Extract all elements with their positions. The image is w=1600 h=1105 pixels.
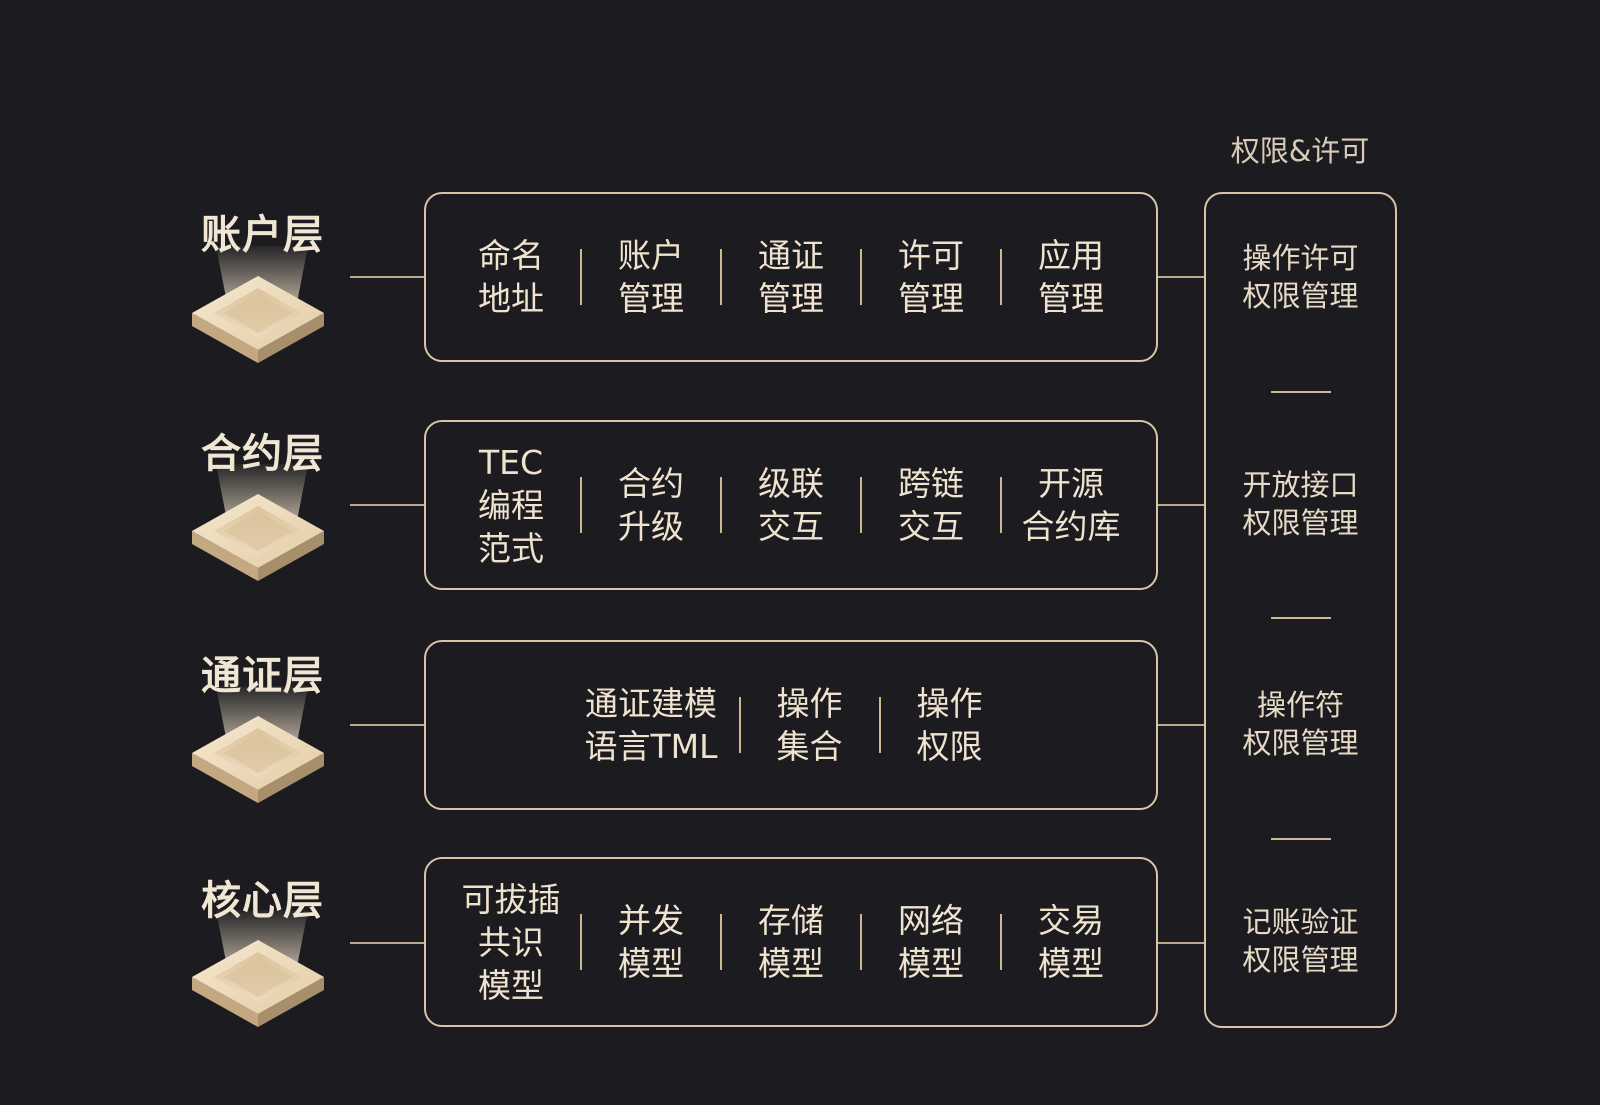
cell-token-management: 通证 管理 [758,236,824,318]
separator [720,477,722,533]
connector-core-right [1158,942,1204,944]
cell-pluggable-consensus: 可拔插 共识 模型 [461,879,561,1005]
separator [580,249,582,305]
connector-contract-right [1158,504,1204,506]
cell-concurrency-model: 并发 模型 [618,901,684,983]
connector-account-left [350,276,424,278]
cell-open-contract-library: 开源 合约库 [1021,464,1121,546]
permission-divider [1271,617,1331,619]
cell-tec-paradigm: TEC 编程 范式 [478,442,544,568]
connector-core-left [350,942,424,944]
cell-naming-address: 命名 地址 [478,236,544,318]
connector-token-right [1158,724,1204,726]
separator [1000,914,1002,970]
permission-title: 权限&许可 [1230,134,1370,168]
cell-token-modeling-language: 通证建模 语言TML [584,684,718,766]
layer-box-account: 命名 地址 账户 管理 通证 管理 许可 管理 应用 管理 [424,192,1158,362]
cell-cascade-interaction: 级联 交互 [758,464,824,546]
cell-crosschain-interaction: 跨链 交互 [898,464,964,546]
separator [738,697,741,753]
layer-icon-account [192,238,332,363]
cell-operation-set: 操作 集合 [776,684,843,766]
separator [580,914,582,970]
cell-contract-upgrade: 合约 升级 [618,464,684,546]
permission-item-operation-license: 操作许可 权限管理 [1242,241,1359,313]
layer-icon-token [192,678,332,803]
separator [860,914,862,970]
cell-app-management: 应用 管理 [1038,236,1104,318]
connector-token-left [350,724,424,726]
permission-box [1204,192,1397,1028]
layer-box-core: 可拔插 共识 模型 并发 模型 存储 模型 网络 模型 交易 模型 [424,857,1158,1027]
cell-operation-permission: 操作 权限 [916,684,983,766]
separator [720,249,722,305]
permission-item-accounting-verification: 记账验证 权限管理 [1242,905,1359,977]
cell-account-management: 账户 管理 [618,236,684,318]
cell-transaction-model: 交易 模型 [1038,901,1104,983]
permission-divider [1271,838,1331,840]
permission-item-operator: 操作符 权限管理 [1242,688,1359,760]
layer-box-contract: TEC 编程 范式 合约 升级 级联 交互 跨链 交互 开源 合约库 [424,420,1158,590]
cell-license-management: 许可 管理 [898,236,964,318]
separator [1000,249,1002,305]
separator [860,477,862,533]
permission-item-open-interface: 开放接口 权限管理 [1242,468,1359,540]
separator [720,914,722,970]
layer-icon-contract [192,456,332,581]
connector-account-right [1158,276,1204,278]
permission-divider [1271,391,1331,393]
layer-icon-core [192,902,332,1027]
cell-network-model: 网络 模型 [898,901,964,983]
separator [878,697,881,753]
separator [860,249,862,305]
separator [580,477,582,533]
cell-storage-model: 存储 模型 [758,901,824,983]
layer-box-token: 通证建模 语言TML 操作 集合 操作 权限 [424,640,1158,810]
separator [1000,477,1002,533]
connector-contract-left [350,504,424,506]
